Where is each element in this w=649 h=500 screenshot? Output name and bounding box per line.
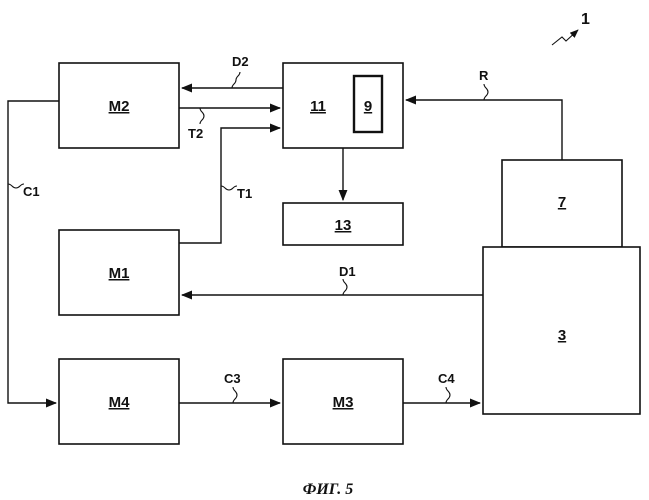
link-t2-squiggle — [200, 108, 204, 124]
figure-ref-numeral: 1 — [581, 11, 590, 28]
link-c1-squiggle — [8, 184, 24, 188]
link-c1-label: C1 — [23, 184, 40, 199]
figure-caption: ФИГ. 5 — [303, 481, 354, 498]
link-t1-squiggle — [221, 186, 237, 190]
block-m4-label: M4 — [109, 394, 130, 411]
block-m2: M2 — [59, 63, 179, 148]
link-c3: C3 — [179, 371, 280, 403]
link-t1-label: T1 — [237, 186, 252, 201]
block-m3-label: M3 — [333, 394, 354, 411]
link-d2-squiggle — [232, 72, 240, 88]
block-3: 3 — [483, 247, 640, 414]
figure-ref-leader — [552, 30, 578, 45]
link-c4-squiggle — [446, 387, 450, 403]
link-c1: C1 — [8, 101, 59, 403]
link-c4: C4 — [403, 371, 480, 403]
block-m1-label: M1 — [109, 265, 130, 282]
block-7: 7 — [502, 160, 622, 247]
link-r: R — [406, 68, 562, 160]
block-13-label: 13 — [335, 217, 352, 234]
block-m1: M1 — [59, 230, 179, 315]
link-c1-arrow — [8, 101, 59, 403]
link-t2-label: T2 — [188, 126, 203, 141]
link-r-arrow — [406, 100, 562, 160]
link-d1-squiggle — [343, 279, 347, 295]
link-d1-label: D1 — [339, 264, 356, 279]
block-m3: M3 — [283, 359, 403, 444]
block-m2-label: M2 — [109, 98, 130, 115]
block-m4: M4 — [59, 359, 179, 444]
link-t2: T2 — [179, 108, 280, 141]
block-13: 13 — [283, 203, 403, 245]
block-7-label: 7 — [558, 194, 566, 211]
link-r-label: R — [479, 68, 489, 83]
block-9-label: 9 — [364, 98, 372, 115]
link-t1: T1 — [179, 128, 280, 243]
block-11-label: 11 — [310, 98, 326, 115]
block-11-box — [283, 63, 403, 148]
link-d2-label: D2 — [232, 54, 249, 69]
block-11: 11 9 — [283, 63, 403, 148]
link-d2: D2 — [182, 54, 283, 88]
block-3-label: 3 — [558, 327, 566, 344]
link-c3-squiggle — [233, 387, 237, 403]
link-c3-label: C3 — [224, 371, 241, 386]
link-d1: D1 — [182, 264, 483, 295]
link-t1-arrow — [179, 128, 280, 243]
link-c4-label: C4 — [438, 371, 455, 386]
link-r-squiggle — [484, 84, 488, 100]
figure-ref: 1 — [552, 11, 590, 45]
